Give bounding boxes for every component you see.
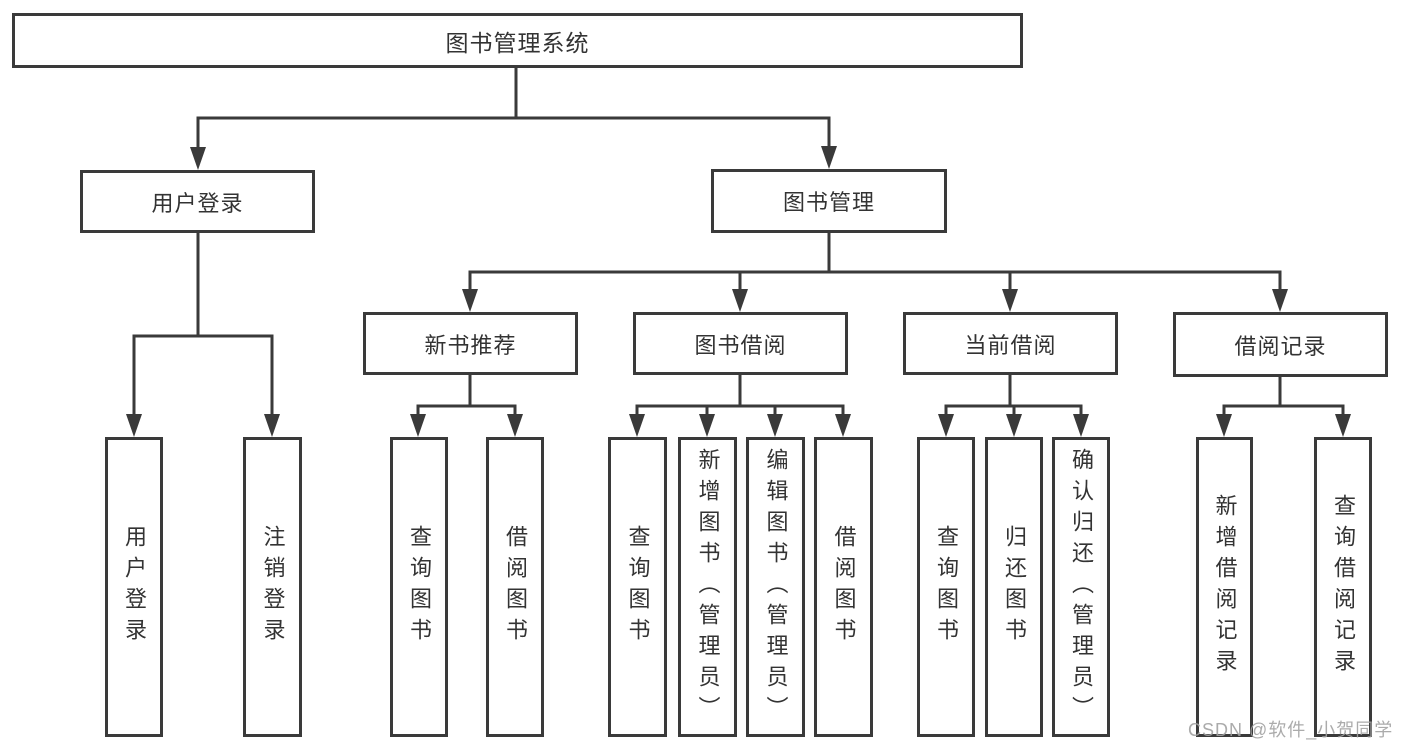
arrowhead-icon — [1216, 414, 1232, 437]
arrowhead-icon — [1335, 414, 1351, 437]
leaf-query-book: 查询图书 — [917, 437, 975, 737]
node-library-system: 图书管理系统 — [12, 13, 1023, 68]
node-new-book-recommend: 新书推荐 — [363, 312, 578, 375]
node-label: 图书借阅 — [694, 332, 787, 358]
arrowhead-icon — [1002, 289, 1018, 312]
node-borrow-records: 借阅记录 — [1173, 312, 1388, 377]
arrowhead-icon — [1006, 414, 1022, 437]
leaf-borrow-book: 借阅图书 — [814, 437, 873, 737]
arrowhead-icon — [699, 414, 715, 437]
node-label: 查询图书 — [625, 525, 651, 649]
arrowhead-icon — [1272, 289, 1288, 312]
connector-borrowrecord-to-leaves — [1222, 377, 1345, 416]
connector-bookmgmt-to-level3 — [468, 233, 1282, 291]
node-label: 借阅图书 — [503, 525, 528, 649]
arrowhead-icon — [507, 414, 523, 437]
connector-newbook-to-leaves — [416, 375, 517, 416]
arrowhead-icon — [629, 414, 645, 437]
node-book-management: 图书管理 — [711, 169, 947, 233]
node-label: 查询图书 — [934, 525, 959, 649]
node-label: 用户登录 — [151, 190, 244, 216]
arrowhead-icon — [410, 414, 426, 437]
arrowhead-icon — [190, 147, 206, 170]
node-label: 查询借阅记录 — [1331, 494, 1356, 680]
leaf-return-book: 归还图书 — [985, 437, 1043, 737]
arrowhead-icon — [732, 289, 748, 312]
node-book-borrow: 图书借阅 — [633, 312, 848, 375]
arrowhead-icon — [821, 146, 837, 169]
leaf-query-book: 查询图书 — [390, 437, 448, 737]
node-label: 归还图书 — [1002, 525, 1027, 649]
arrowhead-icon — [938, 414, 954, 437]
arrowhead-icon — [767, 414, 783, 437]
leaf-confirm-return-admin: 确认归还（管理员） — [1052, 437, 1110, 737]
leaf-user-login: 用户登录 — [105, 437, 163, 737]
node-label: 当前借阅 — [964, 332, 1057, 358]
node-user-login: 用户登录 — [80, 170, 315, 233]
node-label: 查询图书 — [407, 525, 432, 649]
leaf-edit-book-admin: 编辑图书（管理员） — [746, 437, 805, 737]
node-label: 注销登录 — [260, 525, 286, 649]
node-label: 用户登录 — [122, 525, 147, 649]
node-label: 确认归还（管理员） — [1069, 447, 1094, 727]
connector-currentborrow-to-leaves — [944, 375, 1083, 416]
node-label: 新增图书（管理员） — [695, 447, 721, 727]
connector-bookborrow-to-leaves — [635, 375, 845, 416]
leaf-logout: 注销登录 — [243, 437, 302, 737]
leaf-add-book-admin: 新增图书（管理员） — [678, 437, 737, 737]
arrowhead-icon — [1073, 414, 1089, 437]
leaf-borrow-book: 借阅图书 — [486, 437, 544, 737]
node-label: 新书推荐 — [424, 332, 517, 358]
connector-root-to-level2 — [196, 68, 831, 150]
node-label: 图书管理 — [782, 190, 875, 215]
node-current-borrow: 当前借阅 — [903, 312, 1118, 375]
node-label: 图书管理系统 — [445, 29, 590, 56]
arrowhead-icon — [462, 289, 478, 312]
leaf-query-book: 查询图书 — [608, 437, 667, 737]
leaf-add-borrow-record: 新增借阅记录 — [1196, 437, 1253, 737]
node-label: 新增借阅记录 — [1212, 494, 1238, 680]
leaf-query-borrow-record: 查询借阅记录 — [1314, 437, 1372, 737]
arrowhead-icon — [835, 414, 851, 437]
csdn-watermark: CSDN @软件_小贺同学 — [1188, 720, 1394, 740]
node-label: 编辑图书（管理员） — [763, 447, 789, 727]
connector-userlogin-to-leaves — [132, 233, 274, 416]
node-label: 借阅记录 — [1234, 333, 1327, 359]
arrowhead-icon — [126, 414, 142, 437]
arrowhead-icon — [264, 414, 280, 437]
node-label: 借阅图书 — [831, 525, 857, 649]
